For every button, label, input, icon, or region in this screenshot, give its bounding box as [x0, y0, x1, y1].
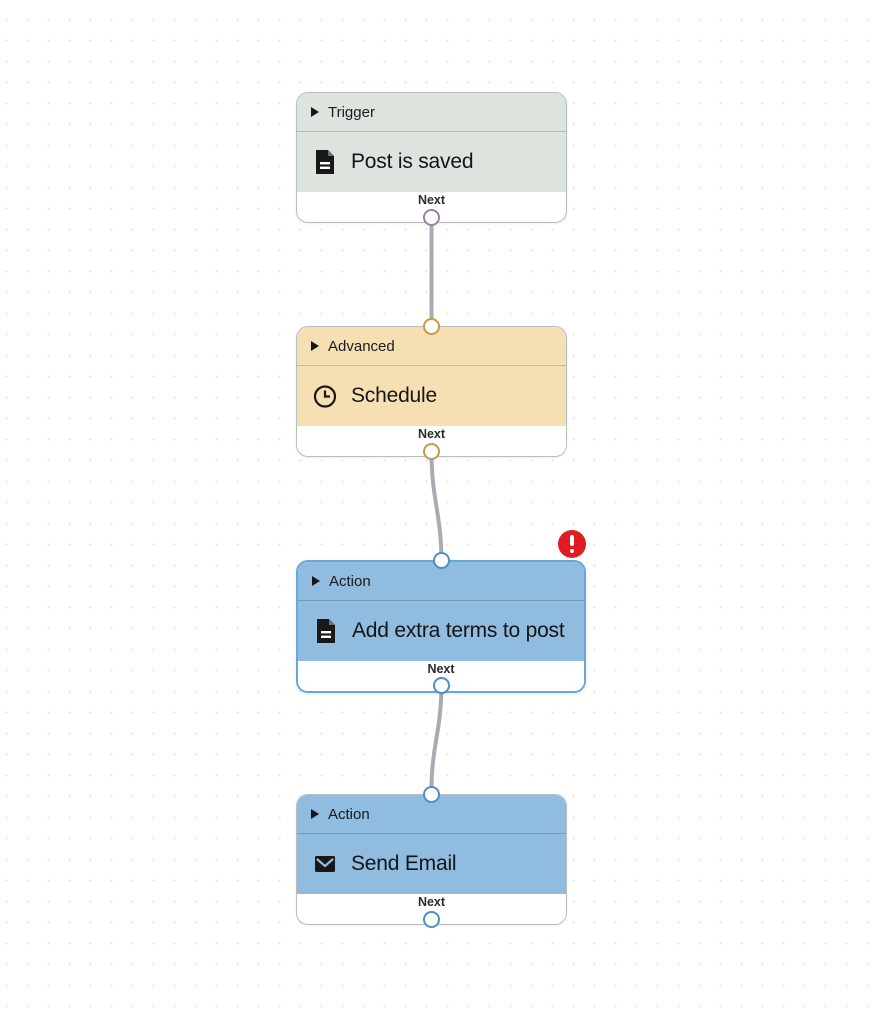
node-input-anchor-send-email[interactable] — [423, 786, 440, 803]
node-title: Send Email — [351, 852, 457, 875]
node-category-label: Advanced — [328, 337, 395, 355]
chevron-right-icon[interactable] — [311, 809, 319, 819]
document-icon — [314, 618, 338, 644]
chevron-right-icon[interactable] — [311, 341, 319, 351]
node-input-anchor-action-add-terms[interactable] — [433, 552, 450, 569]
workflow-node-advanced[interactable]: Advanced Schedule Next — [296, 326, 567, 457]
node-category-label: Action — [328, 805, 370, 823]
node-next-label: Next — [417, 895, 446, 909]
node-output-anchor-advanced[interactable] — [423, 443, 440, 460]
node-body: Schedule — [297, 365, 566, 426]
exclamation-mark — [570, 535, 574, 553]
edge-advanced-to-action — [429, 450, 444, 561]
node-body: Post is saved — [297, 131, 566, 192]
node-output-anchor-trigger[interactable] — [423, 209, 440, 226]
node-title: Add extra terms to post — [352, 619, 565, 642]
workflow-node-action-add-terms[interactable]: Action Add extra terms to post Next — [296, 560, 586, 693]
node-next-label: Next — [427, 662, 455, 676]
node-body: Send Email — [297, 833, 566, 894]
clock-icon — [313, 383, 337, 409]
node-next-label: Next — [417, 193, 446, 207]
node-body: Add extra terms to post — [298, 600, 584, 661]
document-icon — [313, 149, 337, 175]
node-title: Post is saved — [351, 150, 474, 173]
node-output-anchor-action-add-terms[interactable] — [433, 677, 450, 694]
node-category-label: Action — [329, 572, 371, 590]
chevron-right-icon[interactable] — [311, 107, 319, 117]
error-icon[interactable] — [558, 530, 586, 558]
node-header[interactable]: Action — [298, 562, 584, 600]
node-output-anchor-send-email[interactable] — [423, 911, 440, 928]
chevron-right-icon[interactable] — [312, 576, 320, 586]
node-title: Schedule — [351, 384, 437, 407]
workflow-node-trigger[interactable]: Trigger Post is saved Next — [296, 92, 567, 223]
node-header[interactable]: Trigger — [297, 93, 566, 131]
workflow-node-action-send-email[interactable]: Action Send Email Next — [296, 794, 567, 925]
edge-action-to-send-email — [429, 684, 444, 795]
node-next-label: Next — [417, 427, 446, 441]
node-input-anchor-advanced[interactable] — [423, 318, 440, 335]
envelope-icon — [313, 851, 337, 877]
node-category-label: Trigger — [328, 103, 375, 121]
